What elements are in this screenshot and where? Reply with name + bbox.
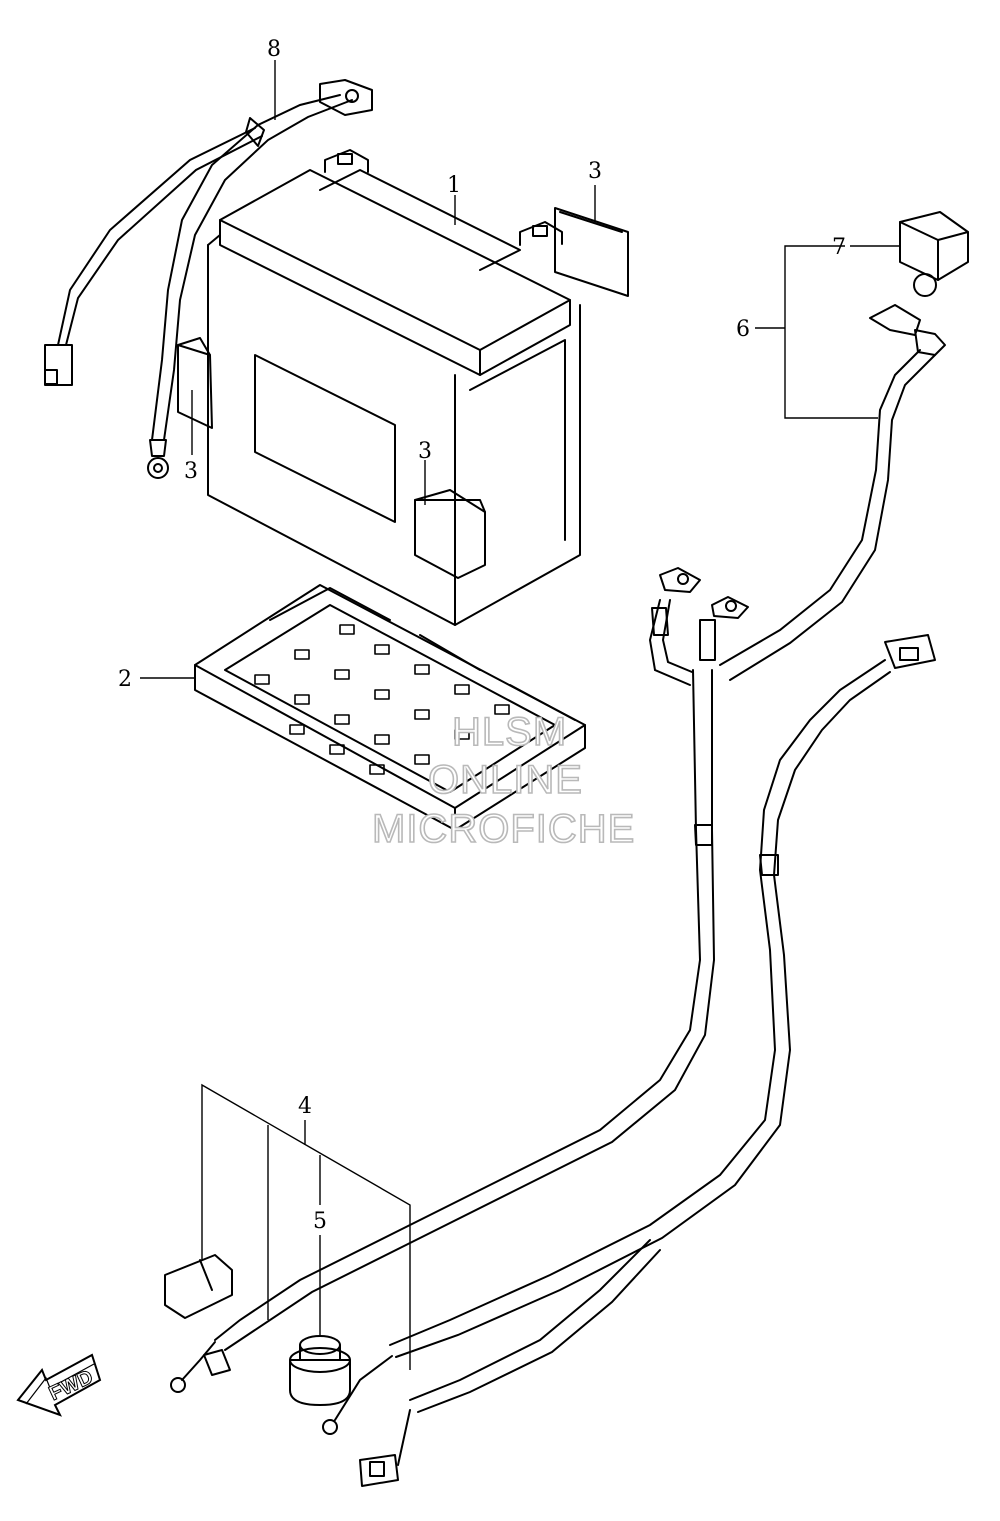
- watermark-line-2: ONLINE: [428, 758, 583, 802]
- callout-5: 5: [313, 1209, 327, 1234]
- callouts: 8 1 3 3 3 2 6 7 4 5: [118, 37, 846, 1234]
- label-tape-left: [177, 337, 213, 429]
- terminal-boot-small: [164, 1254, 233, 1319]
- callout-7: 7: [832, 235, 846, 260]
- negative-cable: [719, 304, 946, 681]
- label-tape-front: [414, 489, 486, 579]
- terminal-cap-round: [289, 1335, 351, 1406]
- fwd-direction-arrow: FWD: [16, 1353, 102, 1417]
- terminal-cap: [899, 211, 969, 297]
- label-tape-top: [554, 207, 629, 297]
- callout-3-left: 3: [184, 459, 198, 484]
- watermark-line-3: MICROFICHE: [372, 807, 635, 851]
- callout-3-top: 3: [588, 159, 602, 184]
- wiring-harness: [170, 567, 936, 1487]
- watermark: HLSM ONLINE MICROFICHE: [371, 709, 635, 852]
- callout-3-front: 3: [418, 439, 432, 464]
- callout-4: 4: [298, 1094, 312, 1119]
- battery: [207, 149, 581, 626]
- callout-2: 2: [118, 667, 132, 692]
- battery-cable: [44, 79, 373, 479]
- callout-8: 8: [267, 37, 281, 62]
- watermark-line-1: HLSM: [452, 710, 567, 754]
- callout-6: 6: [736, 317, 750, 342]
- leader-lines: [140, 60, 900, 1370]
- callout-1: 1: [447, 173, 461, 198]
